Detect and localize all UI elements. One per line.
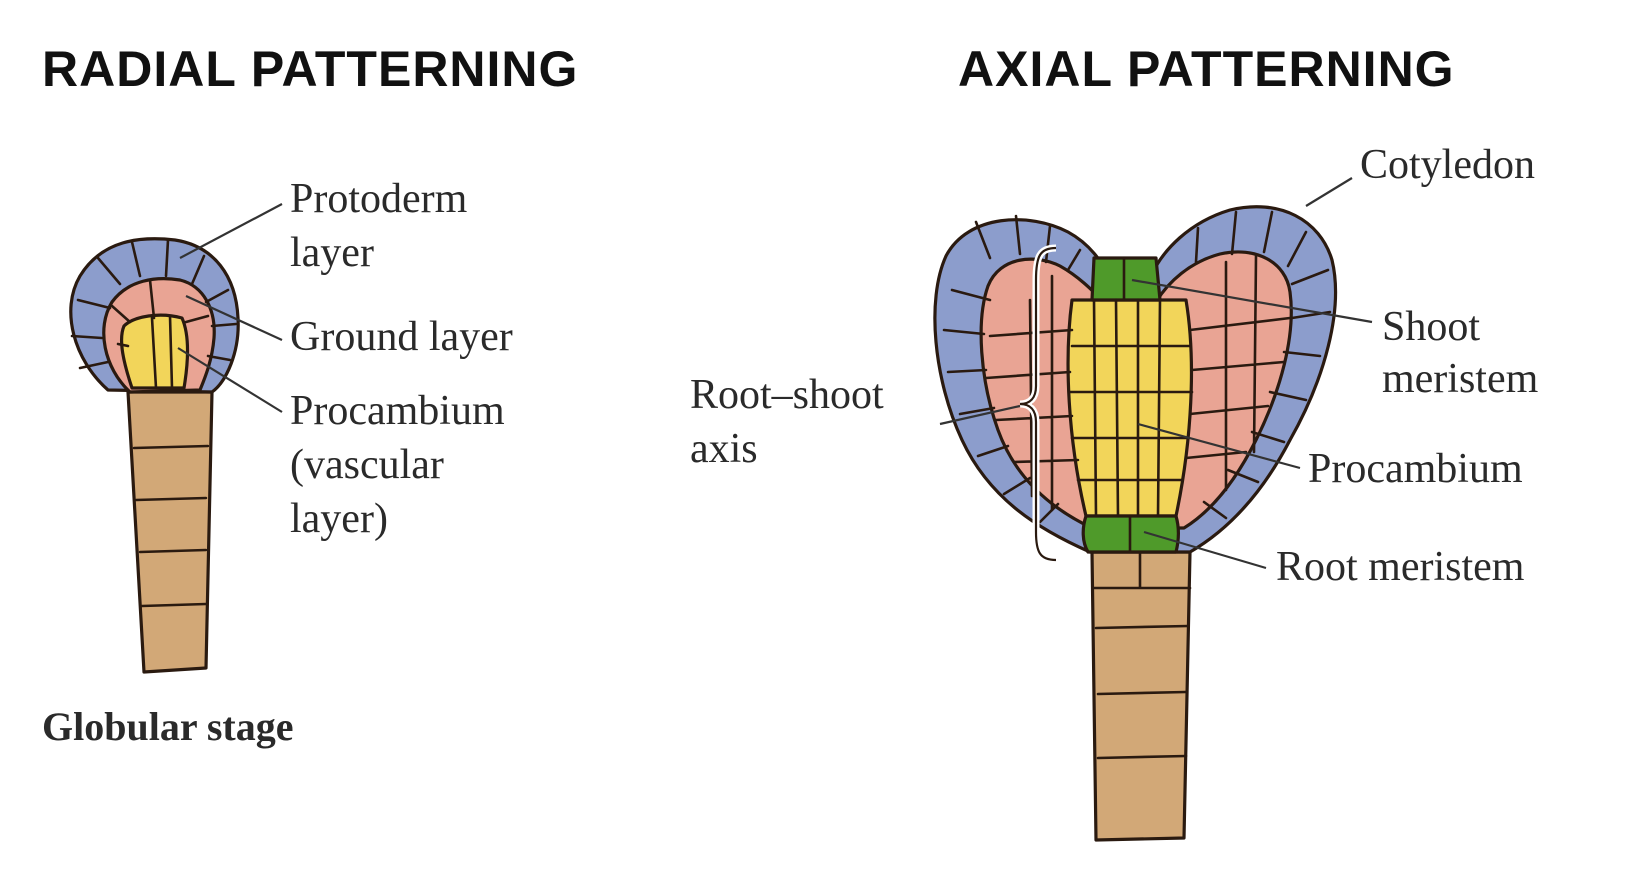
axial-procambium [1066,298,1194,518]
heart-embryo [933,205,1338,842]
globular-stage-caption: Globular stage [42,704,294,749]
root-shoot-bracket-outline [1019,246,1057,562]
shoot-meristem-label-1: Shoot [1382,304,1480,350]
cotyledon-label: Cotyledon [1360,142,1535,188]
procambium-label-2: (vascular [290,442,444,488]
root-meristem-label: Root meristem [1276,544,1525,590]
radial-heading: RADIAL PATTERNING [42,41,578,97]
axial-shoot-meristem [1090,256,1162,302]
ground-layer-label: Ground layer [290,314,513,360]
suspensor [126,390,214,674]
protoderm-label-2: layer [290,230,374,276]
root-shoot-axis-label-1: Root–shoot [690,372,884,418]
procambium-label-1: Procambium [290,388,505,434]
axial-suspensor [1090,550,1192,842]
axial-procambium-label: Procambium [1308,446,1523,492]
procambium-label-3: layer) [290,496,388,542]
root-shoot-axis-label-2: axis [690,426,758,472]
protoderm-label-1: Protoderm [290,176,468,222]
globular-embryo [69,237,240,674]
axial-heading: AXIAL PATTERNING [958,41,1455,97]
shoot-meristem-label-2: meristem [1382,356,1539,402]
